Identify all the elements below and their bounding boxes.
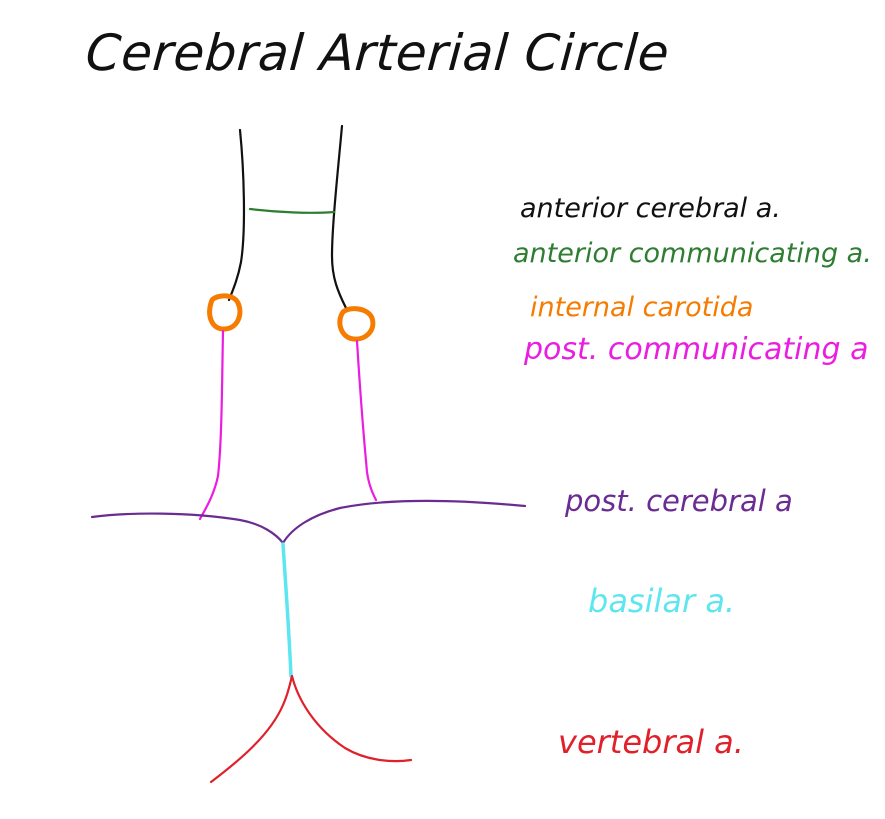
- label-vertebral: vertebral a.: [558, 723, 744, 761]
- internal-carotid-artery-right: [337, 306, 376, 342]
- anterior-cerebral-artery-left: [227, 128, 246, 302]
- label-anterior-cerebral: anterior cerebral a.: [520, 193, 781, 224]
- anterior-communicating-artery: [248, 207, 336, 214]
- label-anterior-communicating: anterior communicating a.: [513, 238, 872, 269]
- label-posterior-communicating: post. communicating a: [524, 332, 869, 367]
- vertebral-arteries: [209, 674, 413, 784]
- label-basilar: basilar a.: [588, 582, 736, 620]
- label-internal-carotid: internal carotida: [530, 292, 754, 323]
- basilar-artery: [281, 542, 293, 678]
- anterior-cerebral-artery-right: [330, 124, 348, 310]
- internal-carotid-artery-left: [207, 293, 243, 332]
- posterior-communicating-artery-right: [355, 339, 378, 502]
- label-posterior-cerebral: post. cerebral a: [565, 484, 793, 518]
- posterior-communicating-artery-left: [198, 329, 225, 521]
- posterior-cerebral-artery: [90, 499, 527, 545]
- diagram-title: Cerebral Arterial Circle: [83, 24, 672, 82]
